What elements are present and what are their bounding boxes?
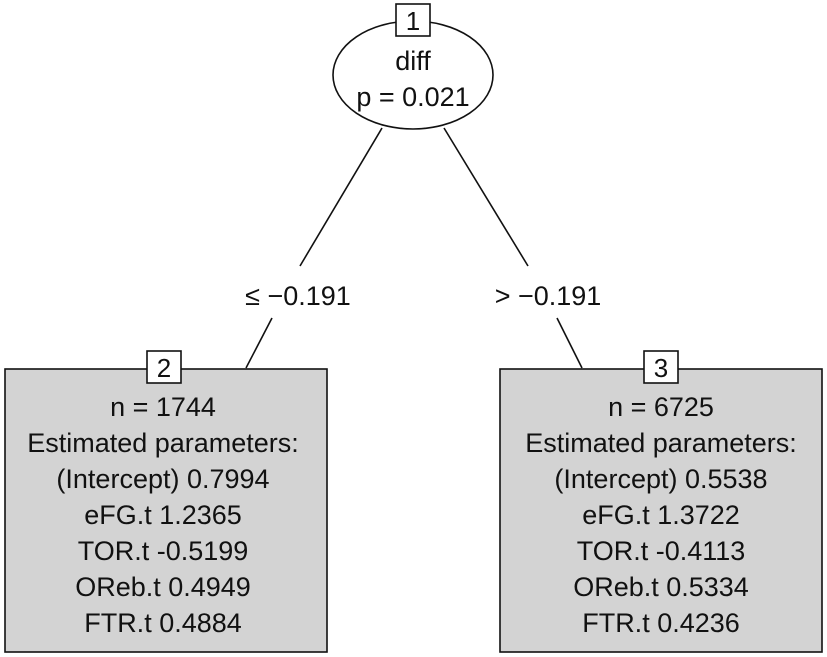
root-pvalue: p = 0.021 (356, 82, 469, 112)
leaf-3-param-efg: eFG.t 1.3722 (582, 500, 740, 530)
edge-left-upper (299, 127, 383, 267)
leaf-node-2: 2 n = 1744 Estimated parameters: (Interc… (4, 350, 328, 653)
leaf-3-id-box (643, 350, 679, 384)
leaf-3-param-intercept: (Intercept) 0.5538 (554, 464, 767, 494)
root-id: 1 (406, 6, 420, 36)
edges (245, 127, 583, 369)
leaf-2-header: Estimated parameters: (27, 428, 299, 458)
leaf-2-param-ftr: FTR.t 0.4884 (84, 608, 242, 638)
leaf-2-n: n = 1744 (110, 392, 216, 422)
leaf-2-param-tor: TOR.t -0.5199 (78, 536, 249, 566)
root-variable: diff (395, 46, 431, 76)
leaf-2-param-oreb: OReb.t 0.4949 (75, 572, 251, 602)
leaf-node-3: 3 n = 6725 Estimated parameters: (Interc… (499, 350, 823, 653)
leaf-3-box (499, 368, 823, 653)
edge-label-right: > −0.191 (495, 281, 602, 311)
root-id-box (395, 3, 431, 37)
edge-label-left: ≤ −0.191 (245, 281, 351, 311)
leaf-3-n: n = 6725 (608, 392, 714, 422)
leaf-3-id: 3 (654, 353, 668, 383)
leaf-2-param-efg: eFG.t 1.2365 (84, 500, 242, 530)
leaf-3-header: Estimated parameters: (525, 428, 797, 458)
leaf-2-id-box (146, 350, 182, 384)
leaf-2-param-intercept: (Intercept) 0.7994 (56, 464, 269, 494)
edge-left-lower (245, 317, 273, 369)
leaf-3-param-oreb: OReb.t 0.5334 (573, 572, 749, 602)
leaf-2-id: 2 (157, 353, 171, 383)
leaf-3-param-tor: TOR.t -0.4113 (577, 536, 746, 566)
edge-right-upper (443, 127, 529, 267)
root-node: 1 diff p = 0.021 (332, 3, 494, 130)
edge-right-lower (556, 317, 583, 369)
leaf-3-param-ftr: FTR.t 0.4236 (582, 608, 740, 638)
